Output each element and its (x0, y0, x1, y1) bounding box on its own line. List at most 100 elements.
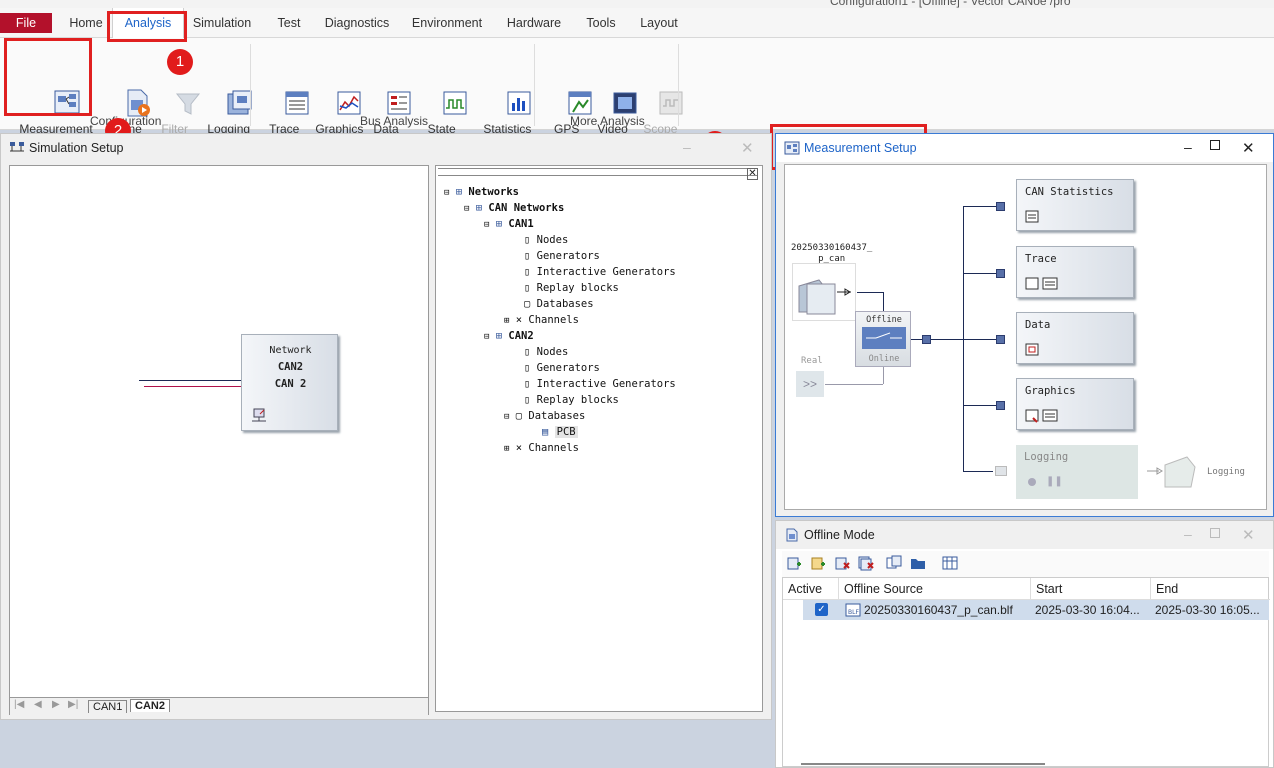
network-node-icon (251, 408, 267, 427)
tree-item[interactable]: ▢ Databases (524, 298, 594, 310)
network-block[interactable]: Network CAN2 CAN 2 (241, 334, 338, 431)
group-separator (678, 44, 679, 126)
maximize-icon[interactable] (1210, 528, 1220, 538)
tree-can-networks[interactable]: ⊟ ⊞ CAN Networks (464, 202, 565, 214)
window-title-bar: Configuration1 - [Offline] - Vector CANo… (0, 0, 1274, 8)
tree-item-label: Generators (536, 362, 600, 374)
tree-pane-grip[interactable] (438, 168, 758, 176)
tab-diagnostics[interactable]: Diagnostics (324, 16, 390, 30)
active-checkbox[interactable]: ✓ (815, 603, 828, 616)
remove-all-icon[interactable] (858, 555, 874, 574)
sheet-tab-can1[interactable]: CAN1 (88, 700, 128, 713)
column-end[interactable]: End (1156, 582, 1179, 596)
column-offline-source[interactable]: Offline Source (839, 578, 1031, 600)
tree-item[interactable]: ▯ Nodes (524, 346, 569, 358)
tree-item[interactable]: ▯ Generators (524, 250, 600, 262)
maximize-icon[interactable] (1210, 140, 1220, 150)
trace-block[interactable]: Trace (1016, 246, 1134, 298)
offline-mode-header: Offline Mode – ✕ (776, 521, 1273, 549)
horizontal-scrollbar[interactable] (801, 763, 1045, 765)
tree-pane-close-icon[interactable]: ✕ (747, 168, 758, 180)
connector-line (963, 206, 964, 471)
tree-item-label: Nodes (536, 234, 569, 246)
real-source-block[interactable]: >> (796, 371, 824, 397)
copy-icon[interactable] (886, 555, 902, 574)
gps-button[interactable]: GPS ▾ (540, 42, 592, 164)
tab-home[interactable]: Home (69, 16, 103, 30)
tab-test[interactable]: Test (277, 16, 301, 30)
trace-block-label: Trace (1025, 253, 1057, 265)
prev-sheet-icon[interactable]: ◀ (34, 699, 42, 710)
sheet-tab-can2[interactable]: CAN2 (130, 699, 170, 712)
highlight-measurement-setup (4, 38, 92, 116)
record-icon[interactable] (1028, 478, 1036, 486)
tree-item[interactable]: ⊞ × Channels (504, 442, 579, 454)
simulation-setup-title: Simulation Setup (29, 141, 124, 155)
add-file-icon[interactable] (786, 555, 802, 574)
offline-source-table: Active Offline Source Start End ✓ BLF 20… (782, 577, 1270, 767)
pause-icon[interactable]: ❚❚ (1046, 476, 1063, 487)
tree-can1[interactable]: ⊟ ⊞ CAN1 (484, 218, 534, 230)
logging-connector-node (995, 466, 1007, 476)
online-label: Online (868, 354, 900, 364)
tree-item[interactable]: ⊞ × Channels (504, 314, 579, 326)
tree-item[interactable]: ▯ Replay blocks (524, 282, 619, 294)
close-icon[interactable]: ✕ (741, 140, 754, 157)
measurement-canvas[interactable]: 20250330160437_ p_can Real >> Offline On… (784, 164, 1267, 510)
add-folder-icon[interactable] (810, 555, 826, 574)
tab-layout[interactable]: Layout (640, 16, 678, 30)
settings-grid-icon[interactable] (942, 555, 958, 574)
offline-source-cell: 20250330160437_p_can.blf (864, 603, 1013, 617)
remove-file-icon[interactable] (834, 555, 850, 574)
tab-environment[interactable]: Environment (411, 16, 483, 30)
tree-item-label: Nodes (536, 346, 569, 358)
connector-line (963, 273, 997, 274)
minimize-icon[interactable]: – (683, 139, 691, 155)
scope-icon (636, 74, 683, 115)
graphics-button[interactable]: Graphics ▾ (302, 42, 363, 164)
tab-file[interactable]: File (0, 13, 52, 33)
table-header: Active Offline Source Start End (783, 578, 1270, 600)
data-block[interactable]: Data (1016, 312, 1134, 364)
tree-item[interactable]: ▯ Nodes (524, 234, 569, 246)
open-folder-icon[interactable] (910, 555, 926, 574)
column-start[interactable]: Start (1031, 578, 1151, 600)
graphics-icon (314, 74, 361, 115)
next-sheet-icon[interactable]: ▶ (52, 699, 60, 710)
tree-item[interactable]: ⊟ ▢ Databases (504, 410, 586, 422)
tab-simulation[interactable]: Simulation (192, 16, 252, 30)
table-row[interactable]: ✓ BLF 20250330160437_p_can.blf 2025-03-3… (803, 600, 1269, 620)
tree-item[interactable]: ▯ Interactive Generators (524, 378, 676, 390)
offline-file-block[interactable] (792, 263, 856, 321)
data-window-icon (1025, 343, 1041, 360)
tree-root[interactable]: ⊟ ⊞ Networks (444, 186, 519, 198)
tab-tools[interactable]: Tools (586, 16, 616, 30)
tree-item-pcb[interactable]: ▤ PCB (542, 426, 578, 438)
tree-can2[interactable]: ⊟ ⊞ CAN2 (484, 330, 534, 342)
close-icon[interactable]: ✕ (1242, 140, 1255, 157)
connector-line (825, 384, 883, 385)
first-sheet-icon[interactable]: |◀ (14, 699, 25, 710)
tree-item[interactable]: ▯ Replay blocks (524, 394, 619, 406)
last-sheet-icon[interactable]: ▶| (68, 699, 79, 710)
logging-block[interactable]: Logging ❚❚ (1016, 445, 1138, 499)
close-icon[interactable]: ✕ (1242, 527, 1255, 544)
tree-item-label: Databases (528, 410, 586, 422)
minimize-icon[interactable]: – (1184, 526, 1192, 542)
offline-online-switch[interactable]: Offline Online (855, 311, 911, 367)
simulation-canvas[interactable]: Network CAN2 CAN 2 |◀ ◀ ▶ ▶| CAN1 CAN2 (9, 165, 429, 715)
highlight-analysis-tab (107, 11, 187, 42)
column-active[interactable]: Active (783, 578, 839, 600)
tree-item-label: Channels (528, 442, 579, 454)
graphics-block[interactable]: Graphics (1016, 378, 1134, 430)
tab-hardware[interactable]: Hardware (506, 16, 562, 30)
graphics-block-label: Graphics (1025, 385, 1076, 397)
logging-button[interactable]: Logging ▾ (194, 42, 252, 164)
tree-item[interactable]: ▯ Interactive Generators (524, 266, 676, 278)
tree-item[interactable]: ▯ Generators (524, 362, 600, 374)
minimize-icon[interactable]: – (1184, 139, 1192, 155)
scope-button[interactable]: Scope (630, 42, 683, 150)
tree-item-label: Replay blocks (536, 394, 619, 406)
blf-file-icon: BLF (845, 603, 861, 620)
can-statistics-block[interactable]: CAN Statistics (1016, 179, 1134, 231)
